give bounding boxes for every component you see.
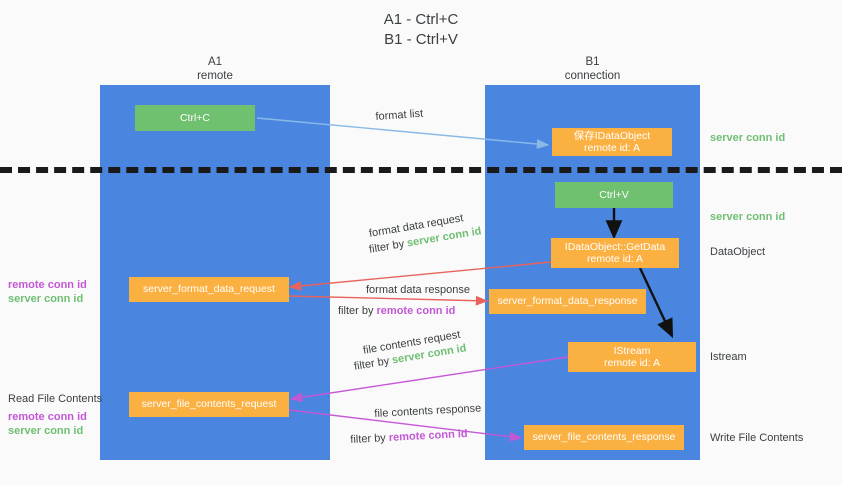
node-server-format-data-response-label: server_format_data_response	[497, 295, 638, 308]
phase-divider	[0, 167, 842, 173]
node-ctrl-c[interactable]: Ctrl+C	[135, 105, 255, 131]
left-label-server-conn-id-1: server conn id	[8, 293, 84, 305]
left-label-conn-ids-2: remote conn id server conn id	[8, 410, 87, 438]
right-label-server-conn-id-top: server conn id	[710, 132, 786, 144]
right-label-dataobject: DataObject	[710, 246, 766, 258]
edge-label-format-list: format list	[375, 107, 424, 123]
right-label-server-conn-id-mid: server conn id	[710, 211, 786, 223]
filter-prefix: filter by	[353, 354, 394, 373]
left-label-read-file-contents: Read File Contents	[8, 393, 103, 405]
node-istream[interactable]: IStream remote id: A	[568, 342, 696, 372]
edge-label-file-contents-response: file contents response	[374, 402, 482, 420]
node-save-idataobject-line2: remote id: A	[583, 142, 641, 154]
lane-a1-name: A1	[207, 56, 223, 68]
node-getdata[interactable]: IDataObject::GetData remote id: A	[551, 238, 679, 268]
node-server-file-contents-request[interactable]: server_file_contents_request	[129, 392, 289, 417]
page-title: A1 - Ctrl+C B1 - Ctrl+V	[0, 10, 842, 50]
left-label-conn-ids-1: remote conn id server conn id	[8, 278, 87, 306]
node-getdata-line2: remote id: A	[586, 253, 644, 265]
lane-a1-sub: remote	[197, 69, 233, 82]
node-save-idataobject-line1: 保存IDataObject	[573, 129, 651, 142]
lane-b1-sub: connection	[564, 69, 621, 82]
left-label-remote-conn-id-1: remote conn id	[8, 279, 87, 291]
edge-label-format-data-response-filter: filter by remote conn id	[338, 304, 455, 319]
node-server-format-data-response[interactable]: server_format_data_response	[489, 289, 646, 314]
edge-label-format-data-response: format data response	[366, 284, 470, 296]
node-ctrl-v-label: Ctrl+V	[599, 188, 629, 201]
node-save-idataobject[interactable]: 保存IDataObject remote id: A	[552, 128, 672, 156]
filter-prefix: filter by	[338, 305, 377, 317]
node-istream-line1: IStream	[613, 344, 651, 357]
edge-label-file-contents-response-filter: filter by remote conn id	[350, 427, 468, 448]
node-server-file-contents-response-label: server_file_contents_response	[532, 431, 676, 444]
node-server-file-contents-request-label: server_file_contents_request	[141, 398, 277, 411]
lane-header-a1: A1 remote	[100, 56, 330, 83]
left-label-server-conn-id-2: server conn id	[8, 425, 84, 437]
node-ctrl-c-label: Ctrl+C	[179, 111, 211, 124]
filter-key-remote-conn-id: remote conn id	[376, 305, 456, 317]
filter-prefix: filter by	[350, 431, 390, 446]
node-server-format-data-request-label: server_format_data_request	[143, 283, 275, 296]
filter-key-remote-conn-id: remote conn id	[388, 427, 468, 444]
lane-b1-name: B1	[585, 56, 600, 68]
title-line-1: A1 - Ctrl+C	[383, 11, 459, 28]
node-server-file-contents-response[interactable]: server_file_contents_response	[524, 425, 684, 450]
right-label-write-file-contents: Write File Contents	[710, 432, 804, 444]
node-getdata-line1: IDataObject::GetData	[564, 240, 666, 253]
title-line-2: B1 - Ctrl+V	[384, 31, 458, 48]
node-ctrl-v[interactable]: Ctrl+V	[555, 182, 673, 208]
lane-header-b1: B1 connection	[485, 56, 700, 83]
node-istream-line2: remote id: A	[603, 357, 661, 369]
left-label-remote-conn-id-2: remote conn id	[8, 411, 87, 423]
right-label-istream: Istream	[710, 351, 747, 363]
node-server-format-data-request[interactable]: server_format_data_request	[129, 277, 289, 302]
